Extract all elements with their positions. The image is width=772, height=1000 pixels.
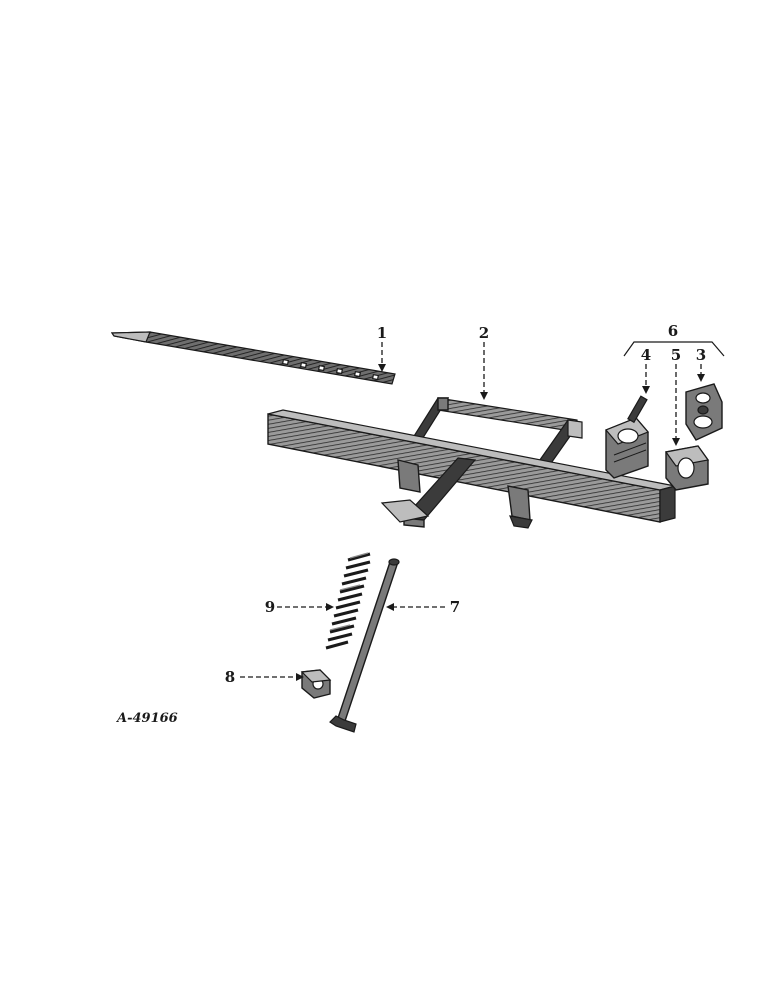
part-2-frame xyxy=(267,397,676,529)
callout-9: 9 xyxy=(265,598,275,616)
callout-3: 3 xyxy=(696,346,706,364)
part-9-coil-spring xyxy=(325,552,371,650)
part-7-rod xyxy=(329,558,400,733)
part-1-slotted-bar xyxy=(110,331,396,385)
callout-4: 4 xyxy=(641,346,651,364)
part-8-block xyxy=(300,669,332,699)
part-5-block xyxy=(664,445,710,491)
figure-id: A-49166 xyxy=(115,711,178,726)
callout-1: 1 xyxy=(377,324,387,342)
callout-2: 2 xyxy=(479,324,489,342)
callout-5: 5 xyxy=(671,346,681,364)
callout-7: 7 xyxy=(450,598,460,616)
callout-6: 6 xyxy=(668,322,678,340)
leader-lines xyxy=(240,341,725,681)
part-4-clamp-bolt xyxy=(604,395,650,479)
callout-8: 8 xyxy=(225,668,235,686)
part-3-clip-plate xyxy=(685,383,723,441)
